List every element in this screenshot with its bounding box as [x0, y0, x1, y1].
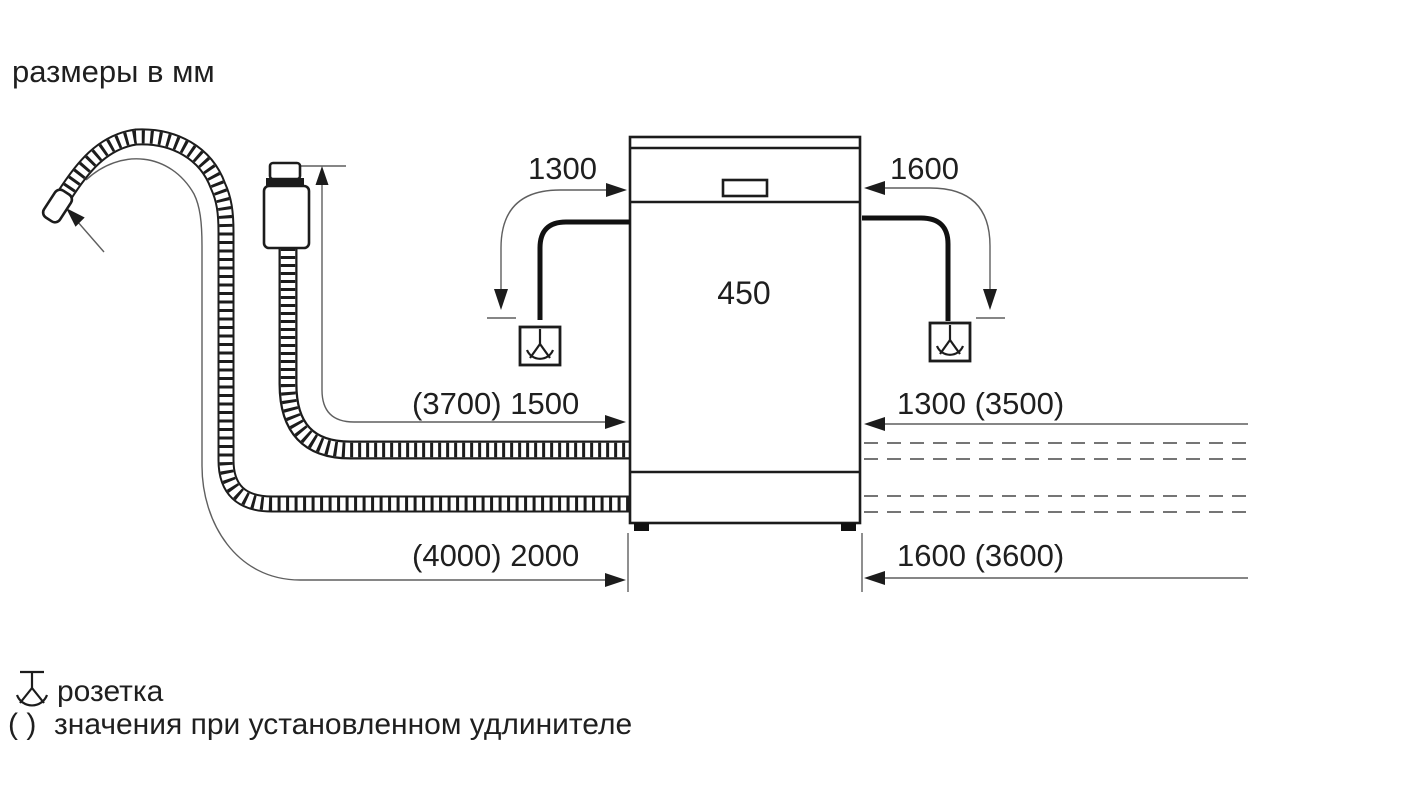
hose-extensions-dashed: [864, 442, 1249, 513]
drain-dimension-path: [85, 158, 607, 581]
dishwasher: [628, 135, 862, 531]
dishwasher-handle: [721, 178, 769, 198]
legend-socket-icon: [15, 670, 49, 707]
label-cord-left-length: 1300: [528, 151, 597, 186]
drain-hose: [41, 128, 631, 513]
dishwasher-foot-right: [841, 523, 856, 531]
arrow-left-icon: [864, 417, 885, 431]
drain-hose-end-fitting: [41, 188, 74, 224]
power-cord-right: [862, 215, 951, 321]
power-cord-left: [537, 219, 630, 320]
arrow-down-icon: [983, 289, 997, 310]
tap-connector-collar: [266, 178, 304, 187]
cord-right-dimension-path: [883, 187, 991, 291]
label-hose-right-upper: 1300 (3500): [897, 386, 1064, 421]
label-drain-hose-left: (4000) 2000: [412, 538, 579, 573]
cord-left-dimension-path: [500, 189, 607, 291]
socket-icon: [935, 325, 965, 356]
legend-parentheses-symbol: ( ): [8, 708, 36, 741]
arrow-up-icon: [315, 166, 329, 185]
legend-extension-label: значения при установленном удлинителе: [54, 708, 632, 741]
supply-dimension-path: [321, 170, 607, 423]
arrow-left-icon: [864, 181, 885, 195]
label-appliance-width: 450: [717, 275, 770, 311]
label-hose-right-lower: 1600 (3600): [897, 538, 1064, 573]
supply-hose: [262, 161, 631, 460]
label-supply-hose-left: (3700) 1500: [412, 386, 579, 421]
arrow-right-icon: [605, 415, 626, 429]
socket-right: [928, 321, 972, 363]
label-cord-right-length: 1600: [890, 151, 959, 186]
arrow-down-icon: [494, 289, 508, 310]
arrow-right-icon: [606, 183, 627, 197]
socket-icon: [525, 329, 555, 360]
legend-socket-label: розетка: [57, 675, 164, 708]
dimension-lines: [66, 158, 1248, 592]
legend: розетка ( ) значения при установленном у…: [8, 670, 632, 741]
aquastop-valve: [262, 184, 311, 250]
dishwasher-foot-left: [634, 523, 649, 531]
arrow-right-icon: [605, 573, 626, 587]
arrow-left-icon: [864, 571, 885, 585]
arrow-upleft-icon: [66, 208, 85, 227]
page-title: размеры в мм: [12, 54, 215, 89]
tap-connector-cap: [268, 161, 302, 181]
socket-left: [518, 325, 562, 367]
